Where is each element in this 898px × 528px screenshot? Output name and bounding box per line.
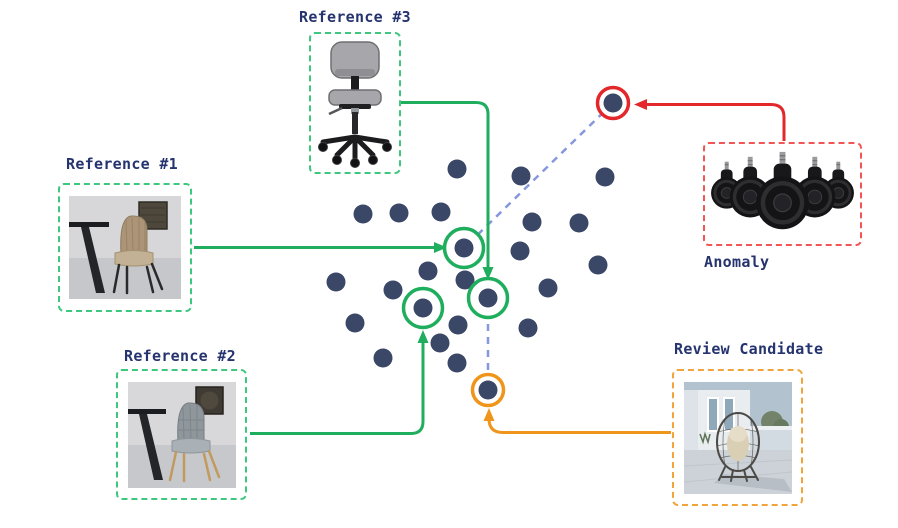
- scatter-points: [326, 159, 615, 373]
- scatter-point: [431, 202, 451, 222]
- scatter-point: [383, 280, 403, 300]
- scatter-point: [588, 255, 608, 275]
- scatter-point: [418, 261, 438, 281]
- review-candidate-label: Review Candidate: [674, 340, 824, 358]
- scatter-point: [447, 353, 467, 373]
- scatter-point: [538, 278, 558, 298]
- highlighted-points: [401, 85, 631, 408]
- reference-2-box: [116, 369, 247, 500]
- scatter-point: [455, 270, 475, 290]
- scatter-point: [345, 313, 365, 333]
- scatter-point: [522, 212, 542, 232]
- highlighted-point-reference-1-match: [442, 226, 486, 270]
- scatter-point: [569, 213, 589, 233]
- reference-3-label: Reference #3: [299, 8, 411, 26]
- review-candidate-image: [683, 381, 792, 494]
- scatter-point: [518, 318, 538, 338]
- scatter-point: [373, 348, 393, 368]
- anomaly-image: [709, 148, 856, 240]
- anomaly-arrow: [634, 99, 786, 141]
- anomaly-label: Anomaly: [704, 253, 770, 271]
- reference-3-match-dot: [478, 288, 498, 308]
- reference-1-box: [58, 183, 192, 312]
- scatter-point: [447, 159, 467, 179]
- scatter-point: [353, 204, 373, 224]
- highlighted-point-reference-3-match: [466, 276, 510, 320]
- reference-1-match-dot: [454, 238, 474, 258]
- scatter-point: [326, 272, 346, 292]
- reference-2-match-dot: [413, 298, 433, 318]
- anomaly-point-dot: [603, 93, 623, 113]
- highlighted-point-anomaly-point: [595, 85, 631, 121]
- reference-3-image: [315, 38, 395, 168]
- scatter-point: [510, 241, 530, 261]
- reference-3-arrow: [401, 101, 494, 280]
- scatter-point: [511, 166, 531, 186]
- highlighted-point-reference-2-match: [401, 286, 445, 330]
- similarity-links: [463, 102, 614, 390]
- scatter-point: [389, 203, 409, 223]
- reference-2-arrow: [250, 330, 429, 435]
- reference-2-label: Reference #2: [124, 347, 236, 365]
- review-candidate-arrow: [483, 408, 671, 434]
- scatter-point: [430, 333, 450, 353]
- scatter-point: [448, 315, 468, 335]
- scatter-point: [595, 167, 615, 187]
- highlighted-point-review-candidate-point: [470, 372, 506, 408]
- reference-2-image: [127, 381, 236, 488]
- review-candidate-point-dot: [478, 380, 498, 400]
- anomaly-box: [703, 142, 862, 246]
- reference-1-image: [69, 196, 181, 299]
- review-candidate-box: [672, 369, 803, 506]
- reference-3-box: [309, 32, 401, 174]
- reference-1-label: Reference #1: [66, 155, 178, 173]
